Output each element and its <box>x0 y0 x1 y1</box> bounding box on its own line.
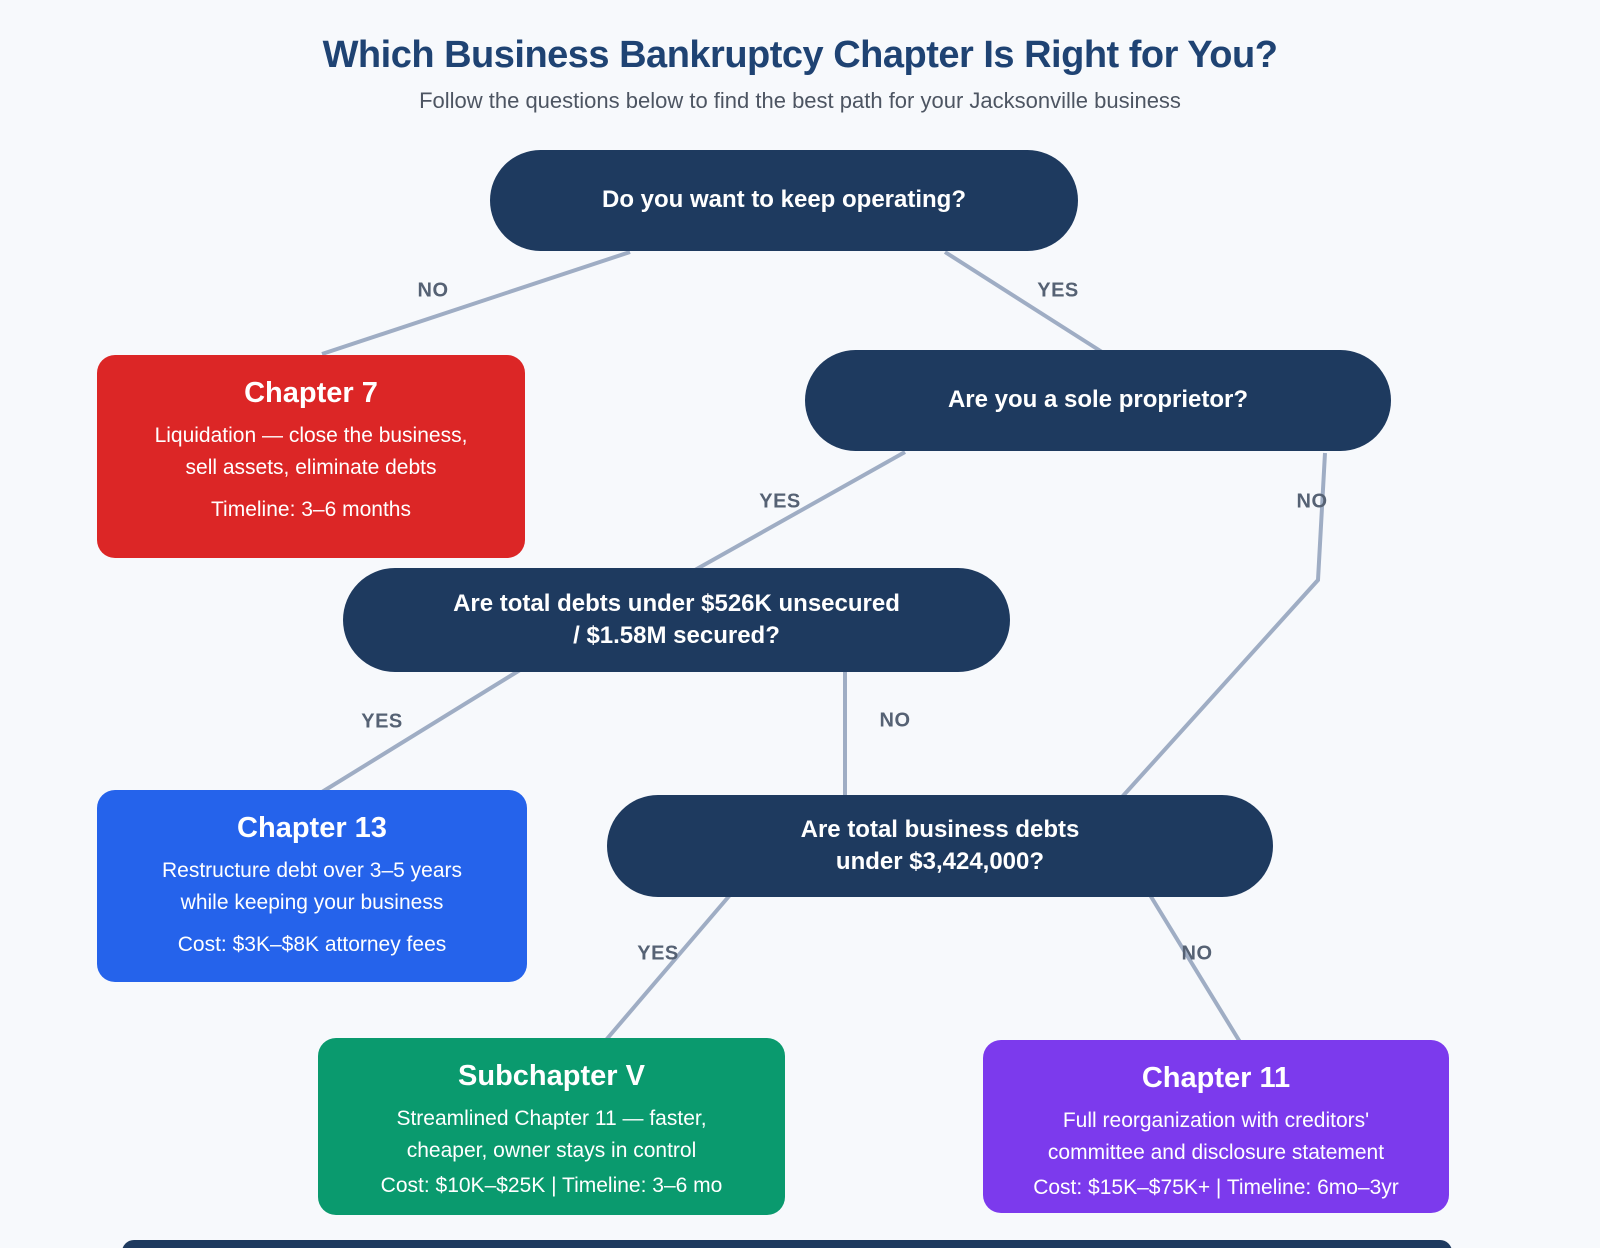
edge-q4-yes <box>604 893 732 1042</box>
outcome-chapter-13: Chapter 13 Restructure debt over 3–5 yea… <box>97 790 527 982</box>
question-debt-limits: Are total debts under $526K unsecured / … <box>343 568 1010 672</box>
outcome-subchapter-v-description: Streamlined Chapter 11 — faster, cheaper… <box>396 1107 707 1162</box>
edge-q1-no <box>321 250 631 356</box>
outcome-chapter-13-description: Restructure debt over 3–5 years while ke… <box>162 859 462 914</box>
question-business-debt-cap: Are total business debts under $3,424,00… <box>607 795 1273 897</box>
outcome-chapter-11-description: Full reorganization with creditors' comm… <box>1047 1109 1385 1164</box>
outcome-chapter-11-title: Chapter 11 <box>1141 1062 1291 1094</box>
question-keep-operating-text: Do you want to keep operating? <box>601 186 967 214</box>
outcome-subchapter-v: Subchapter V Streamlined Chapter 11 — fa… <box>318 1038 785 1215</box>
outcome-chapter-7: Chapter 7 Liquidation — close the busine… <box>97 355 525 558</box>
outcome-subchapter-v-meta: Cost: $10K–$25K | Timeline: 3–6 mo <box>380 1174 723 1197</box>
outcome-chapter-7-description: Liquidation — close the business, sell a… <box>154 424 468 479</box>
edge-label-q2-no: NO <box>1296 490 1328 513</box>
edge-q4-no <box>1148 893 1242 1044</box>
edge-label-q4-yes: YES <box>637 942 679 965</box>
outcome-chapter-13-title: Chapter 13 <box>237 812 387 844</box>
edge-q2-yes <box>694 450 906 572</box>
page-subtitle: Follow the questions below to find the b… <box>419 88 1181 113</box>
outcome-chapter-11: Chapter 11 Full reorganization with cred… <box>983 1040 1449 1213</box>
edge-label-q2-yes: YES <box>759 490 801 513</box>
question-keep-operating: Do you want to keep operating? <box>490 150 1078 251</box>
question-sole-proprietor: Are you a sole proprietor? <box>805 350 1391 451</box>
page-title: Which Business Bankruptcy Chapter Is Rig… <box>322 34 1278 76</box>
outcome-chapter-11-meta: Cost: $15K–$75K+ | Timeline: 6mo–3yr <box>1033 1176 1399 1199</box>
edge-label-q1-no: NO <box>417 279 449 302</box>
outcome-chapter-7-title: Chapter 7 <box>244 377 378 409</box>
edge-label-q1-yes: YES <box>1037 279 1079 302</box>
edge-label-q3-yes: YES <box>361 710 403 733</box>
edge-q1-yes <box>943 250 1104 354</box>
edge-label-q3-no: NO <box>879 709 911 732</box>
edge-q2-no <box>1120 452 1327 799</box>
question-business-debt-cap-text: Are total business debts under $3,424,00… <box>800 815 1080 875</box>
next-section-top-edge <box>122 1240 1452 1248</box>
question-sole-proprietor-text: Are you a sole proprietor? <box>947 386 1249 414</box>
outcome-chapter-7-meta: Timeline: 3–6 months <box>211 498 411 521</box>
edge-q3-yes <box>320 668 522 794</box>
outcome-subchapter-v-title: Subchapter V <box>458 1060 645 1092</box>
edge-label-q4-no: NO <box>1181 942 1213 965</box>
outcome-chapter-13-meta: Cost: $3K–$8K attorney fees <box>177 933 447 956</box>
question-debt-limits-text: Are total debts under $526K unsecured / … <box>453 589 900 649</box>
